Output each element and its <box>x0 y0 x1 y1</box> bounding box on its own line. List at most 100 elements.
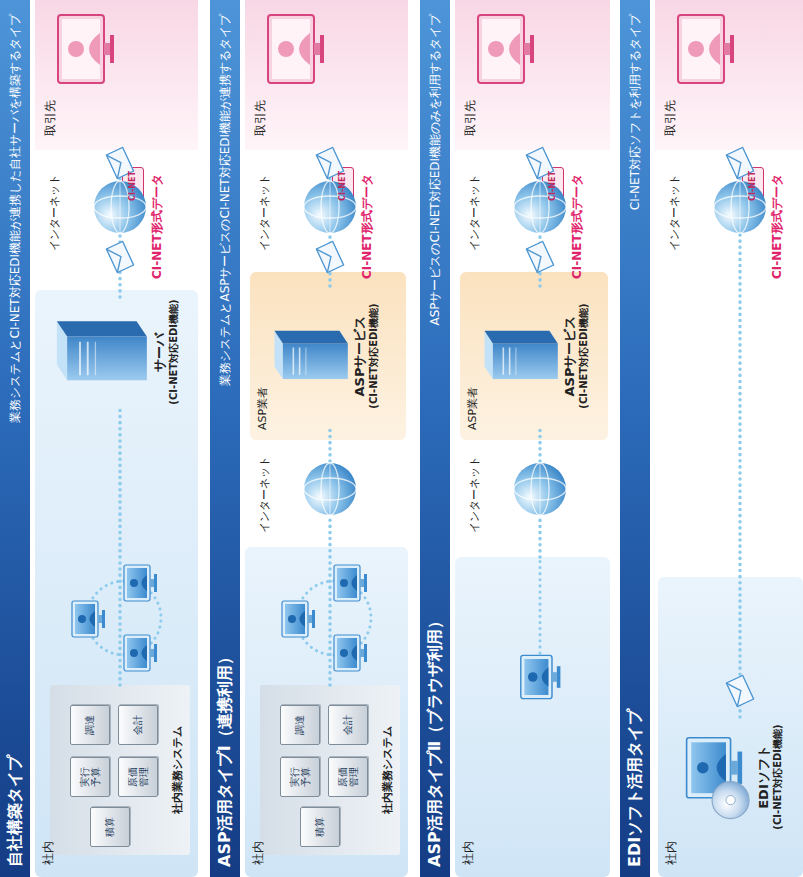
node-title: EDIソフト <box>756 745 772 809</box>
node-title: インターネット <box>258 174 271 251</box>
partner-area: 取引先 <box>655 0 803 150</box>
node-title: サーバ <box>152 333 168 372</box>
node-title: 自社構築タイプ <box>5 755 24 867</box>
edi-pc-icon <box>682 717 756 837</box>
node-title: 調達 <box>294 714 306 736</box>
system-cabinet: 積算 <box>90 807 130 847</box>
data-format-label: CI-NET形式データ <box>770 174 784 279</box>
node-title: 実行予算 <box>79 766 102 788</box>
node-title: 取引先 <box>663 100 677 136</box>
system-cabinet: 積算 <box>300 807 340 847</box>
node-title: 積算 <box>314 816 326 838</box>
globe-icon-shape <box>304 463 356 515</box>
type-band: EDIソフト活用タイプCI-NET対応ソフトを利用するタイプ社内EDIソフト(C… <box>620 0 803 877</box>
node-title: 実行予算 <box>289 766 312 788</box>
data-format-label: CI-NET形式データ <box>360 174 374 279</box>
system-cabinet: 会計 <box>328 705 368 745</box>
globe-icon-shape <box>714 181 766 233</box>
node-subtitle: (CI-NET対応EDI機能) <box>168 299 180 404</box>
internet-globe: インターネット <box>512 179 568 235</box>
server-icon-shape <box>274 331 347 379</box>
node-title: 社内業務システム <box>381 685 394 855</box>
business-system-group: 社内業務システム積算 実行予算 原価管理 調達 会計 <box>50 685 190 855</box>
data-format-label: CI-NET形式データ <box>150 174 164 279</box>
in-house-area: 社内EDIソフト(CI-NET対応EDI機能) <box>658 577 803 877</box>
node-title: 原価管理 <box>337 766 360 788</box>
node-subtitle: (CI-NET対応EDI機能) <box>772 724 784 829</box>
dotted-connector <box>118 235 122 297</box>
system-cabinet: 実行予算 <box>70 757 110 797</box>
edi-server: ASPサービス(CI-NET対応EDI機能) <box>264 286 396 426</box>
edi-server: ASPサービス(CI-NET対応EDI機能) <box>474 286 606 426</box>
node-subtitle: CI-NET対応ソフトを利用するタイプ <box>628 14 642 210</box>
node-subtitle: 業務システムとASPサービスのCI-NET対応EDI機能が連携するタイプ <box>218 14 232 386</box>
server-icon <box>44 297 152 407</box>
type-band: ASP活用タイプⅠ（連携利用） 業務システムとASPサービスのCI-NET対応ED… <box>210 0 410 877</box>
node-title: ASP業者 <box>256 387 269 430</box>
envelope-icon <box>526 241 553 272</box>
node-title: 積算 <box>104 816 116 838</box>
node-title: 取引先 <box>43 100 57 136</box>
system-cabinet: 原価管理 <box>328 757 368 797</box>
globe-icon-shape <box>514 463 566 515</box>
node-title: 社内 <box>251 841 265 865</box>
node-title: ASPサービス <box>352 316 368 397</box>
asp-provider-area: ASP業者ASPサービス(CI-NET対応EDI機能) <box>460 272 608 440</box>
asp-provider-area: ASP業者ASPサービス(CI-NET対応EDI機能) <box>250 272 406 440</box>
node-title: CI-NET <box>338 171 348 201</box>
node-title: 社内業務システム <box>171 685 184 855</box>
node-title: CI-NET <box>548 171 558 201</box>
globe-icon-shape <box>94 181 146 233</box>
node-subtitle: 業務システムとCI-NET対応EDI機能が連携した自社サーバを構築するタイプ <box>8 14 22 423</box>
node-subtitle: (CI-NET対応EDI機能) <box>368 303 380 408</box>
server-icon-shape <box>57 321 147 380</box>
internet-globe: インターネット <box>512 461 568 517</box>
partner-area: 取引先 <box>245 0 408 150</box>
business-system-group: 社内業務システム積算 実行予算 原価管理 調達 会計 <box>260 685 400 855</box>
system-cabinet: 実行予算 <box>280 757 320 797</box>
node-title: インターネット <box>468 174 481 251</box>
data-format-label: CI-NET形式データ <box>570 174 584 279</box>
type-band: 自社構築タイプ 業務システムとCI-NET対応EDI機能が連携した自社サーバを構築… <box>0 0 200 877</box>
system-cabinet: 会計 <box>118 705 158 745</box>
internet-globe: インターネット <box>302 179 358 235</box>
node-title: CI-NET <box>748 171 758 201</box>
node-title: ASPサービス <box>562 316 578 397</box>
in-house-area: 社内 社内業務システム積算 実行予算 原価管理 調達 会計 サーバ(CI-NET対応EDI機… <box>35 290 198 877</box>
globe-icon <box>712 179 768 235</box>
node-title: 調達 <box>84 714 96 736</box>
node-title: 取引先 <box>253 100 267 136</box>
globe-icon <box>302 179 358 235</box>
server-icon-shape <box>484 331 557 379</box>
node-title: 会計 <box>132 714 144 736</box>
edi-pc-icon-shape <box>687 738 749 819</box>
node-title: インターネット <box>468 456 481 533</box>
node-subtitle: (CI-NET対応EDI機能) <box>578 303 590 408</box>
envelope-icon <box>106 241 133 272</box>
internet-globe: インターネット <box>712 179 768 235</box>
internet-globe: インターネット <box>92 179 148 235</box>
globe-icon <box>302 461 358 517</box>
in-house-area: 社内 社内業務システム積算 実行予算 原価管理 調達 会計 <box>245 547 408 877</box>
edi-software: EDIソフト(CI-NET対応EDI機能) <box>682 717 800 837</box>
internet-globe: インターネット <box>302 461 358 517</box>
edi-server: サーバ(CI-NET対応EDI機能) <box>44 297 196 407</box>
system-cabinet: 調達 <box>280 705 320 745</box>
system-cabinet: 調達 <box>70 705 110 745</box>
globe-icon <box>512 461 568 517</box>
partner-area: 取引先 <box>455 0 610 150</box>
node-title: 社内 <box>41 841 55 865</box>
node-title: 原価管理 <box>127 766 150 788</box>
node-title: インターネット <box>258 456 271 533</box>
globe-icon <box>512 179 568 235</box>
node-title: インターネット <box>48 174 61 251</box>
in-house-area: 社内 <box>455 557 610 877</box>
node-title: 取引先 <box>463 100 477 136</box>
node-title: ASP活用タイプⅠ（連携利用） <box>215 649 234 867</box>
globe-icon-shape <box>304 181 356 233</box>
globe-icon <box>92 179 148 235</box>
dotted-connector <box>538 517 542 557</box>
node-title: 会計 <box>342 714 354 736</box>
node-title: ASP業者 <box>466 387 479 430</box>
globe-icon-shape <box>514 181 566 233</box>
